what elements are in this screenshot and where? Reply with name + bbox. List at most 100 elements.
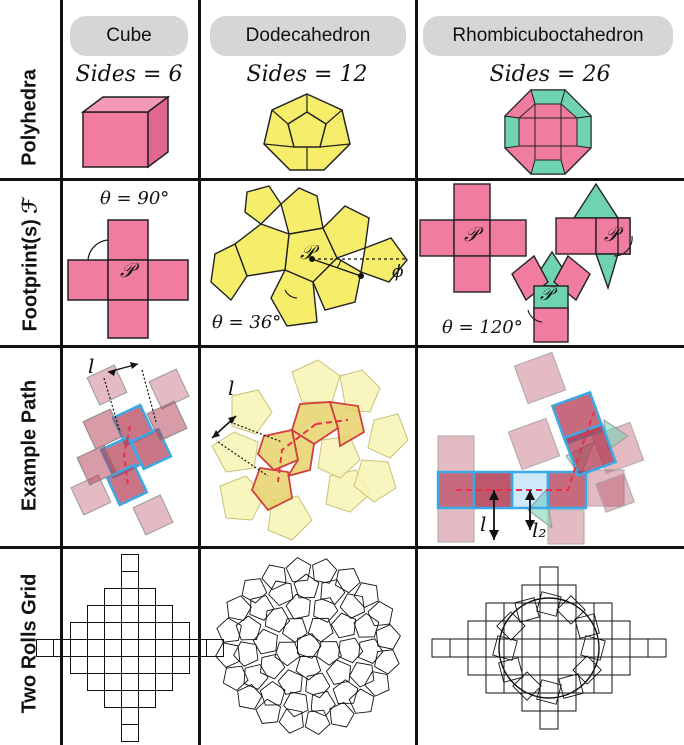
grid-pentagon — [339, 593, 365, 619]
grid-cell — [172, 639, 190, 657]
grid-rotated-square — [512, 671, 542, 701]
grid-cell — [155, 639, 173, 657]
grid-rotated-square — [498, 657, 524, 683]
divider-h1 — [0, 178, 684, 181]
sides-dodecahedron: Sides = 12 — [246, 62, 368, 87]
row-label-example-path: Example Path — [18, 379, 41, 512]
grid-pentagon — [259, 680, 286, 706]
header-cube: Cube — [70, 16, 188, 56]
grid-pentagon — [285, 593, 311, 620]
grid-cell — [172, 656, 190, 674]
rhombi-l2-label: l₂ — [532, 518, 547, 542]
grid-cell — [593, 674, 613, 694]
sides-cube: Sides = 6 — [75, 62, 183, 87]
grid-cell — [521, 620, 541, 640]
grid-pentagon — [320, 579, 346, 605]
grid-cell — [121, 605, 139, 623]
cube-example-path — [70, 362, 190, 536]
rhombi-two-rolls-grid — [431, 566, 667, 730]
grid-pentagon — [329, 701, 355, 728]
grid-cell — [611, 620, 631, 640]
divider-v1 — [60, 0, 63, 745]
grid-pentagon — [348, 661, 375, 688]
grid-cell — [121, 554, 139, 572]
dodecahedron-footprint — [210, 185, 408, 327]
grid-cell — [70, 622, 88, 640]
grid-cell — [155, 605, 173, 623]
grid-cell — [121, 724, 139, 742]
grid-pentagon — [304, 709, 331, 735]
cube-theta-label: θ = 90° — [100, 188, 170, 209]
grid-pentagon — [295, 655, 322, 681]
dodeca-two-rolls-grid — [215, 557, 401, 735]
grid-pentagon — [313, 597, 339, 623]
grid-pentagon — [249, 595, 275, 621]
grid-pentagon — [252, 628, 278, 655]
grid-pentagon — [375, 624, 401, 650]
grid-pentagon — [216, 617, 242, 643]
grid-cell — [121, 588, 139, 606]
grid-pentagon — [264, 606, 291, 633]
grid-rotated-square — [558, 673, 584, 699]
row-label-two-rolls-grid: Two Rolls Grid — [18, 573, 41, 714]
grid-rotated-square — [574, 613, 600, 639]
row-label-footprint: Footprint(s) ℱ — [19, 197, 42, 332]
grid-pentagon — [325, 659, 352, 686]
dodeca-example-path — [211, 359, 409, 541]
grid-cell — [138, 588, 156, 606]
header-rhombicuboctahedron: Rhombicuboctahedron — [423, 16, 673, 56]
rhombi-footprints — [419, 182, 633, 343]
grid-cell — [521, 638, 541, 658]
grid-pentagon — [237, 684, 263, 710]
grid-pentagon — [235, 615, 262, 641]
cube-l-label: l — [88, 354, 95, 378]
grid-cell — [121, 673, 139, 691]
grid-pentagon — [255, 698, 282, 724]
grid-cell — [121, 656, 139, 674]
rhombicuboctahedron-3d — [503, 89, 593, 175]
grid-cell — [104, 690, 122, 708]
grid-cell — [557, 656, 577, 676]
grid-cell — [121, 707, 139, 725]
grid-cell — [539, 674, 559, 694]
grid-pentagon — [348, 688, 375, 714]
grid-cell — [138, 656, 156, 674]
grid-cell — [539, 656, 559, 676]
grid-cell — [121, 690, 139, 708]
dodecahedron-3d — [263, 93, 351, 171]
grid-cell — [539, 602, 559, 622]
grid-cell — [521, 602, 541, 622]
grid-cell — [503, 638, 523, 658]
grid-pentagon — [283, 691, 309, 718]
grid-pentagon — [334, 568, 361, 594]
grid-cell — [138, 639, 156, 657]
grid-rotated-square — [492, 635, 518, 661]
grid-pentagon — [307, 617, 334, 643]
rhombi-l-label: l — [480, 512, 487, 536]
grid-cell — [172, 622, 190, 640]
grid-cell — [121, 639, 139, 657]
grid-rotated-square — [580, 635, 606, 661]
grid-cell — [155, 673, 173, 691]
grid-pentagon — [261, 564, 287, 591]
grid-pentagon — [274, 641, 301, 667]
grid-pentagon — [243, 664, 269, 690]
divider-h2 — [0, 345, 684, 348]
grid-cell — [138, 622, 156, 640]
grid-cell — [104, 656, 122, 674]
grid-cell — [104, 605, 122, 623]
grid-cell — [155, 656, 173, 674]
grid-cell — [575, 620, 595, 640]
grid-cell — [575, 638, 595, 658]
grid-cell — [431, 638, 451, 658]
grid-pentagon — [226, 595, 252, 621]
grid-rotated-square — [536, 591, 562, 617]
grid-pentagon — [367, 600, 394, 627]
grid-ring — [498, 597, 600, 699]
divider-v3 — [415, 0, 418, 745]
grid-cell — [557, 638, 577, 658]
sides-rhombicuboctahedron: Sides = 26 — [489, 62, 611, 87]
grid-cell — [138, 673, 156, 691]
cube-footprint — [67, 219, 189, 339]
